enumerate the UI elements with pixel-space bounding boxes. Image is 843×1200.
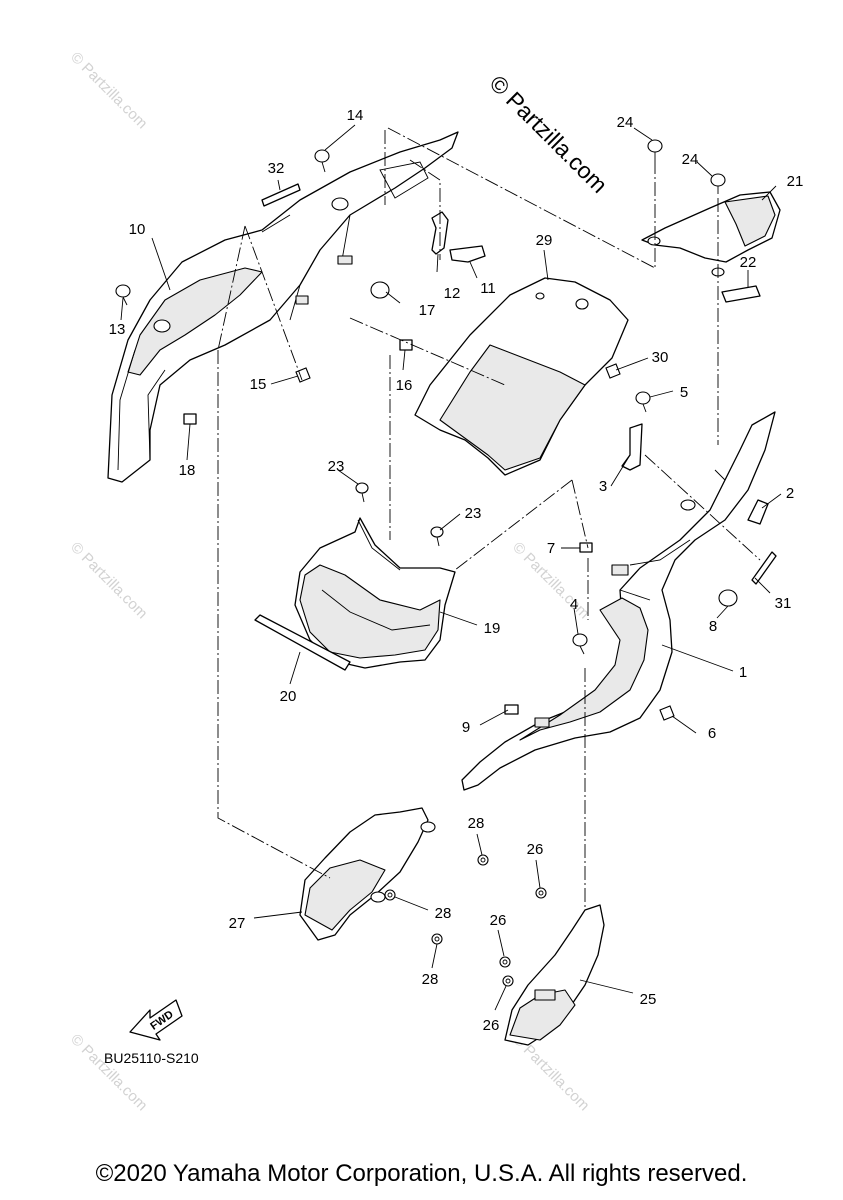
callout-4: 4: [570, 596, 578, 613]
fwd-arrow-icon: FWD: [129, 999, 183, 1041]
callout-numbers: 1 2 3 4 5 6 7 8 9 10 11 12 13 14 15 16 1…: [109, 107, 804, 1034]
callout-19: 19: [484, 620, 501, 637]
callout-2: 2: [786, 485, 794, 502]
callout-12: 12: [444, 285, 461, 302]
callout-23: 23: [328, 458, 345, 475]
callout-18: 18: [179, 462, 196, 479]
part-19-front-lower-cover: [294, 517, 456, 669]
small-parts: [115, 139, 777, 987]
faint-watermark: © Partzilla.com: [67, 539, 150, 622]
callout-30: 30: [652, 349, 669, 366]
callout-17: 17: [419, 302, 436, 319]
callout-32: 32: [268, 160, 285, 177]
callout-1: 1: [739, 664, 747, 681]
part-20-strip: [254, 614, 351, 671]
callout-28: 28: [422, 971, 439, 988]
callout-21: 21: [787, 173, 804, 190]
callout-22: 22: [740, 254, 757, 271]
callout-8: 8: [709, 618, 717, 635]
faint-watermark: © Partzilla.com: [67, 49, 150, 132]
part-27-lower-panel-left: [299, 807, 436, 941]
callout-23: 23: [465, 505, 482, 522]
part-21-rear-cover: [641, 191, 781, 277]
callout-24: 24: [682, 151, 699, 168]
callout-31: 31: [775, 595, 792, 612]
callout-26: 26: [527, 841, 544, 858]
callout-14: 14: [347, 107, 364, 124]
callout-16: 16: [396, 377, 413, 394]
part-10-side-cover-left: [107, 131, 459, 483]
callout-26: 26: [490, 912, 507, 929]
callout-28: 28: [468, 815, 485, 832]
leader-lines: [120, 124, 782, 1011]
callout-10: 10: [129, 221, 146, 238]
part-25-lower-panel-right: [504, 904, 605, 1046]
callout-9: 9: [462, 719, 470, 736]
callout-11: 11: [480, 280, 496, 297]
callout-20: 20: [280, 688, 297, 705]
faint-watermark: © Partzilla.com: [67, 1031, 150, 1114]
callout-29: 29: [536, 232, 553, 249]
callout-28: 28: [435, 905, 452, 922]
callout-13: 13: [109, 321, 126, 338]
callout-5: 5: [680, 384, 688, 401]
callout-27: 27: [229, 915, 246, 932]
assembly-lines: [217, 127, 761, 910]
copyright-notice: ©2020 Yamaha Motor Corporation, U.S.A. A…: [95, 1160, 748, 1187]
part-1-side-cover-right: [461, 411, 776, 791]
callout-3: 3: [599, 478, 607, 495]
diagram-code: BU25110-S210: [104, 1050, 199, 1066]
callout-24: 24: [617, 114, 634, 131]
callout-7: 7: [547, 540, 555, 557]
callout-6: 6: [708, 725, 716, 742]
callout-26: 26: [483, 1017, 500, 1034]
callout-15: 15: [250, 376, 267, 393]
part-29-center-cover: [414, 277, 629, 476]
callout-25: 25: [640, 991, 657, 1008]
